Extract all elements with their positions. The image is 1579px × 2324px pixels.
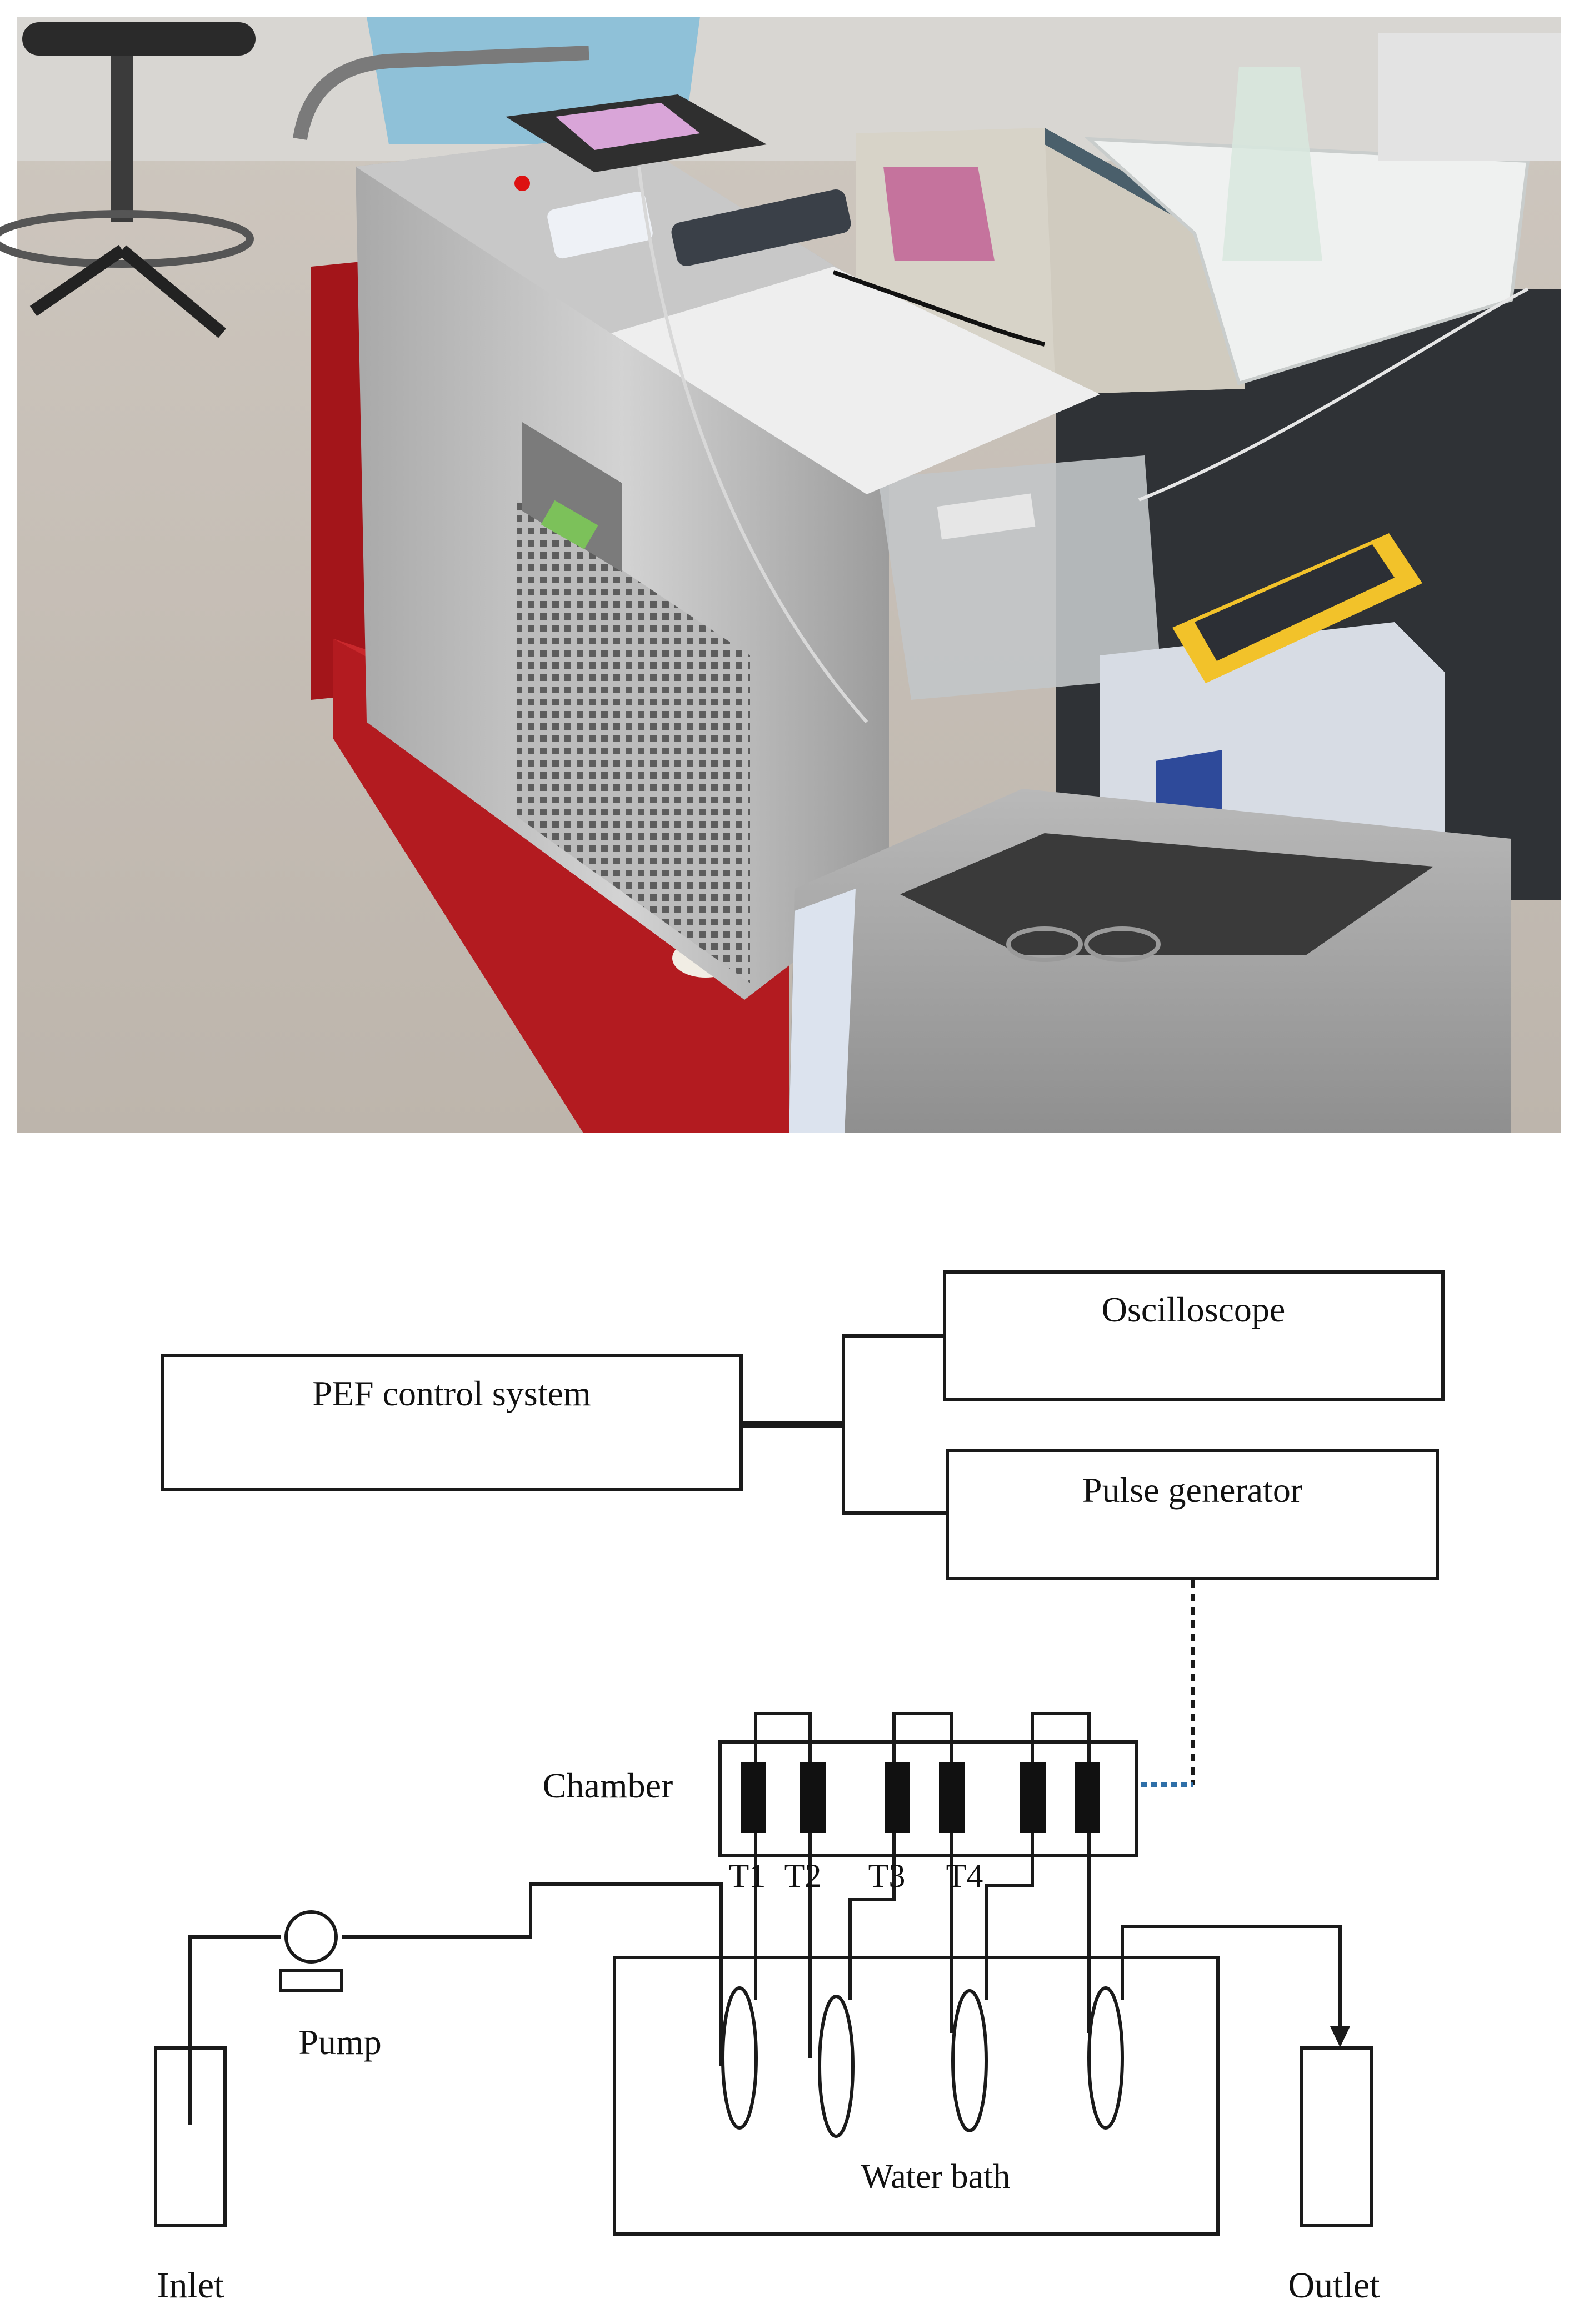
pulse-generator-box bbox=[946, 1449, 1439, 1580]
office-chair bbox=[0, 22, 256, 338]
pump-to-chamber-line bbox=[342, 1882, 723, 2066]
oscilloscope-label: Oscilloscope bbox=[1102, 1290, 1286, 1329]
touch-display bbox=[506, 94, 767, 172]
cable-2 bbox=[832, 270, 1045, 347]
glass-bottle bbox=[1222, 67, 1322, 261]
electrode-5 bbox=[1020, 1762, 1046, 1833]
outlet-vessel bbox=[1300, 2046, 1373, 2227]
coil-3 bbox=[951, 1989, 988, 2132]
electrode-1 bbox=[741, 1762, 766, 1833]
digital-thermometer bbox=[1172, 533, 1422, 683]
pump-label: Pump bbox=[298, 2022, 381, 2062]
meter-white bbox=[547, 191, 653, 259]
electrode-3 bbox=[885, 1762, 910, 1833]
chamber-box bbox=[718, 1740, 1138, 1857]
water-bath-photo bbox=[789, 789, 1511, 1133]
t4-label: T4 bbox=[946, 1857, 983, 1894]
electrode-4 bbox=[939, 1762, 965, 1833]
outlet-arrow bbox=[1330, 2026, 1350, 2047]
white-shelf bbox=[611, 267, 1100, 494]
outlet-line bbox=[1121, 1925, 1342, 2027]
pef-control-system-label: PEF control system bbox=[312, 1374, 591, 1413]
chamber-label bbox=[937, 493, 1036, 540]
water-bath-label: Water bath bbox=[861, 2158, 1011, 2196]
pulse-generator-link bbox=[842, 1425, 947, 1515]
pump-base bbox=[279, 1969, 343, 1992]
meter-dark bbox=[671, 189, 851, 267]
lab-photo bbox=[0, 17, 1561, 1133]
t1-label: T1 bbox=[729, 1857, 766, 1894]
cable-1 bbox=[637, 166, 868, 723]
water-bath-box bbox=[613, 1956, 1220, 2236]
inlet-line bbox=[188, 1935, 281, 2125]
coil-2 bbox=[818, 1995, 855, 2138]
t2-label: T2 bbox=[784, 1857, 822, 1894]
chamber-label: Chamber bbox=[543, 1766, 673, 1805]
outlet-label: Outlet bbox=[1288, 2265, 1380, 2306]
electrode-2 bbox=[800, 1762, 826, 1833]
inlet-label: Inlet bbox=[157, 2265, 224, 2306]
electrode-6 bbox=[1075, 1762, 1100, 1833]
pulse-generator-label: Pulse generator bbox=[1082, 1470, 1302, 1510]
tube-c3-c4 bbox=[985, 1712, 1091, 2033]
cable-3 bbox=[1138, 287, 1529, 502]
pump-symbol bbox=[284, 1910, 338, 1964]
bench-instrument bbox=[1378, 33, 1561, 161]
coil-1 bbox=[721, 1986, 758, 2130]
oscilloscope-link bbox=[842, 1334, 945, 1425]
t3-label: T3 bbox=[868, 1857, 906, 1894]
coil-4 bbox=[1087, 1986, 1124, 2130]
tube-c1-in bbox=[754, 1712, 812, 2058]
